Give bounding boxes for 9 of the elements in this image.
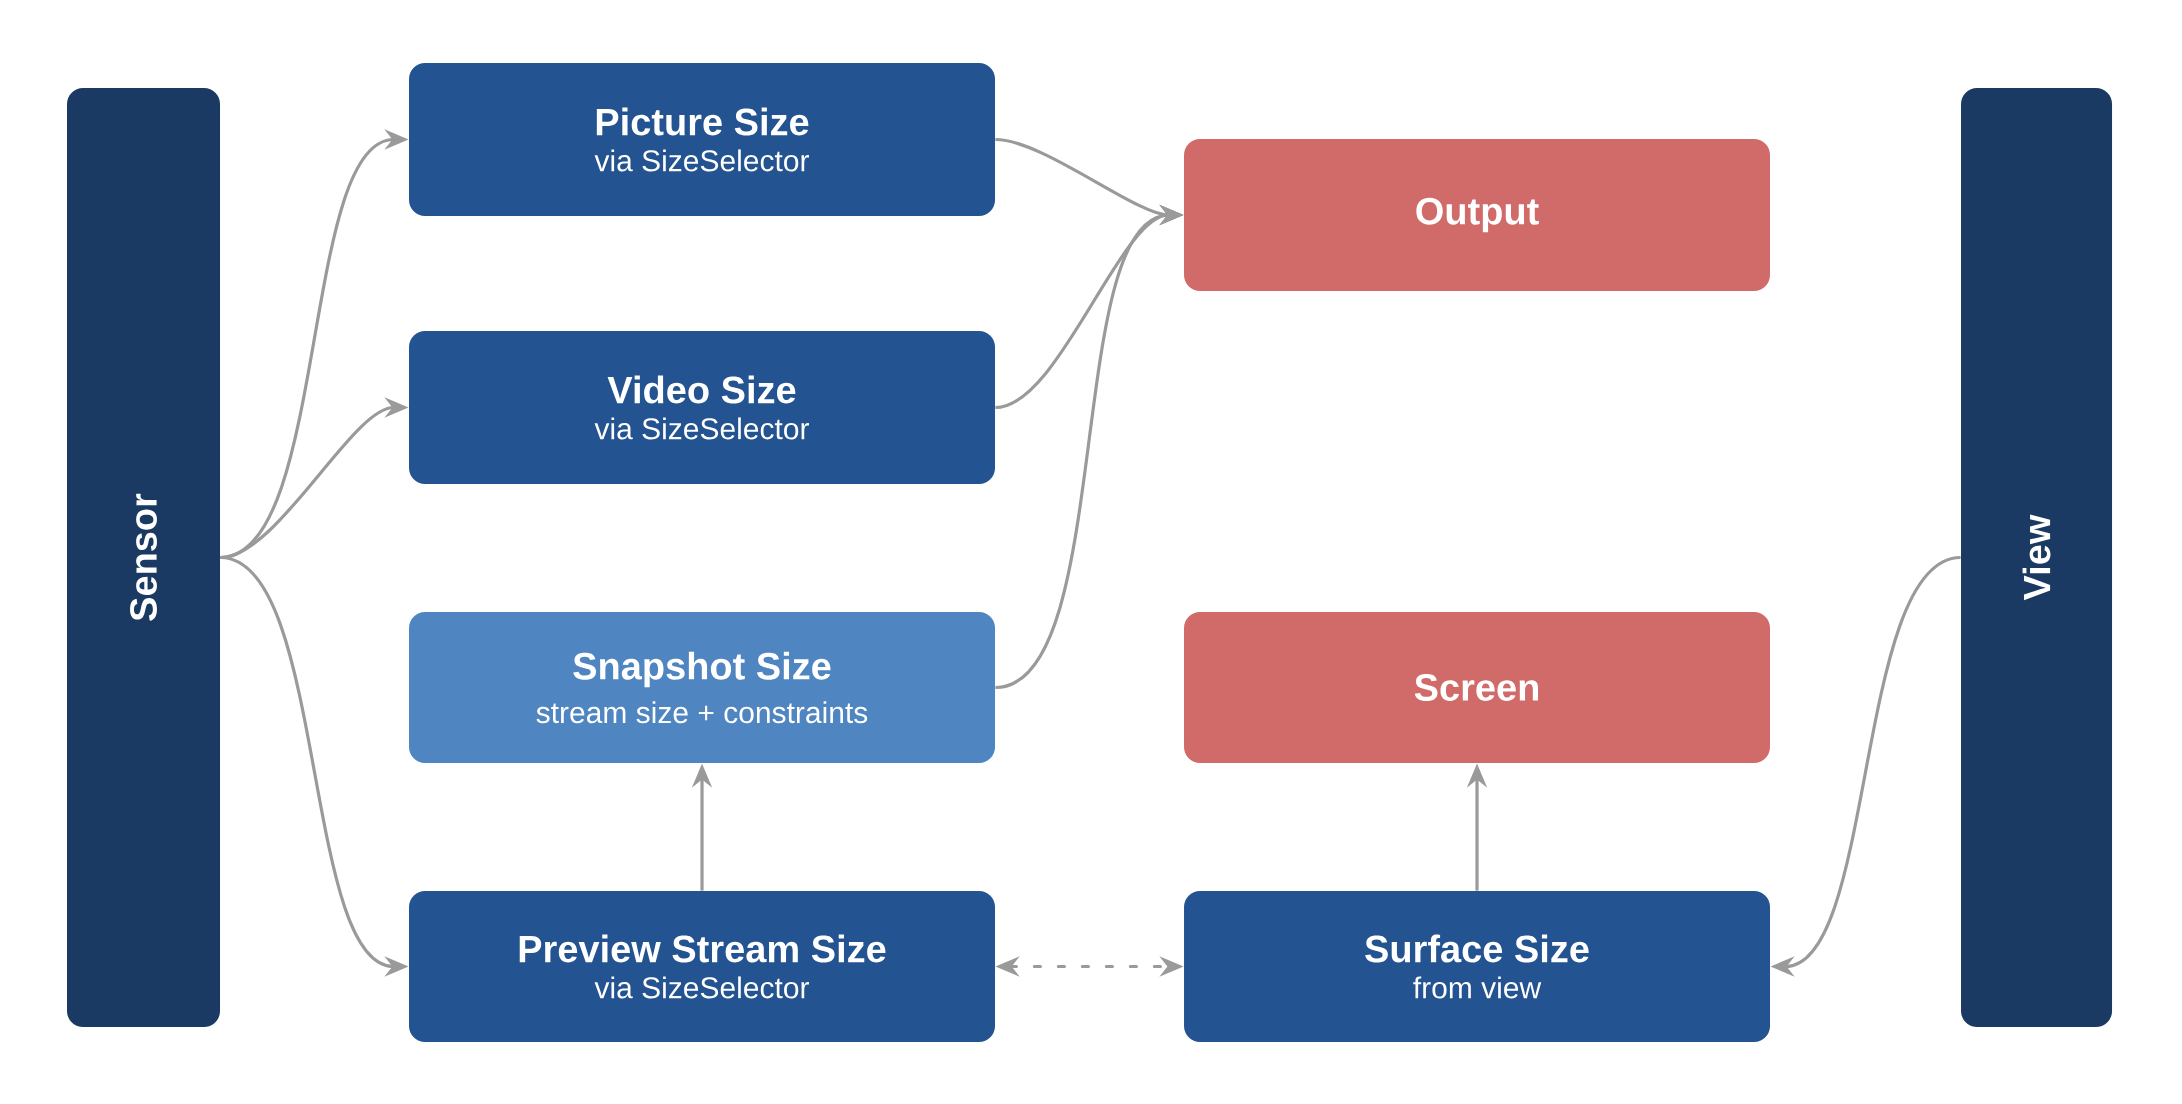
process-box: Video Size via SizeSelector	[409, 331, 995, 484]
process-box: Surface Size from view	[1184, 891, 1770, 1042]
process-box: Preview Stream Size via SizeSelector	[409, 891, 995, 1042]
side-bar: View	[1961, 88, 2113, 1027]
process-box: Output	[1184, 139, 1770, 291]
process-box: Screen	[1184, 612, 1770, 763]
process-box: Snapshot Size stream size + constraints	[409, 612, 995, 763]
process-box: Picture Size via SizeSelector	[409, 63, 995, 216]
side-bar: Sensor	[67, 88, 220, 1027]
